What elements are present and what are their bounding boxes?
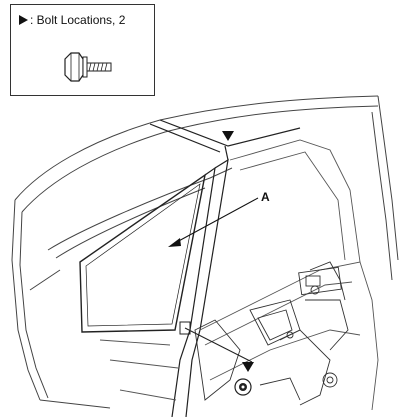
legend-box: : Bolt Locations, 2 [10,4,155,96]
door-frame [11,95,399,409]
bolt-location-marker-top [222,131,234,141]
legend-text: : Bolt Locations, 2 [30,13,126,27]
callout-label-a: A [261,190,270,204]
window-glass [79,173,207,333]
callout-a-leader [168,197,259,247]
lower-bolt [234,378,252,396]
arrow-marker-icon [19,15,28,25]
pillar-bracket [179,321,253,363]
bolt-icon [64,52,112,82]
window-regulator [194,261,349,406]
bolt-location-marker-bottom [242,362,254,372]
legend-label: : Bolt Locations, 2 [19,13,125,27]
inner-panel [99,139,379,411]
